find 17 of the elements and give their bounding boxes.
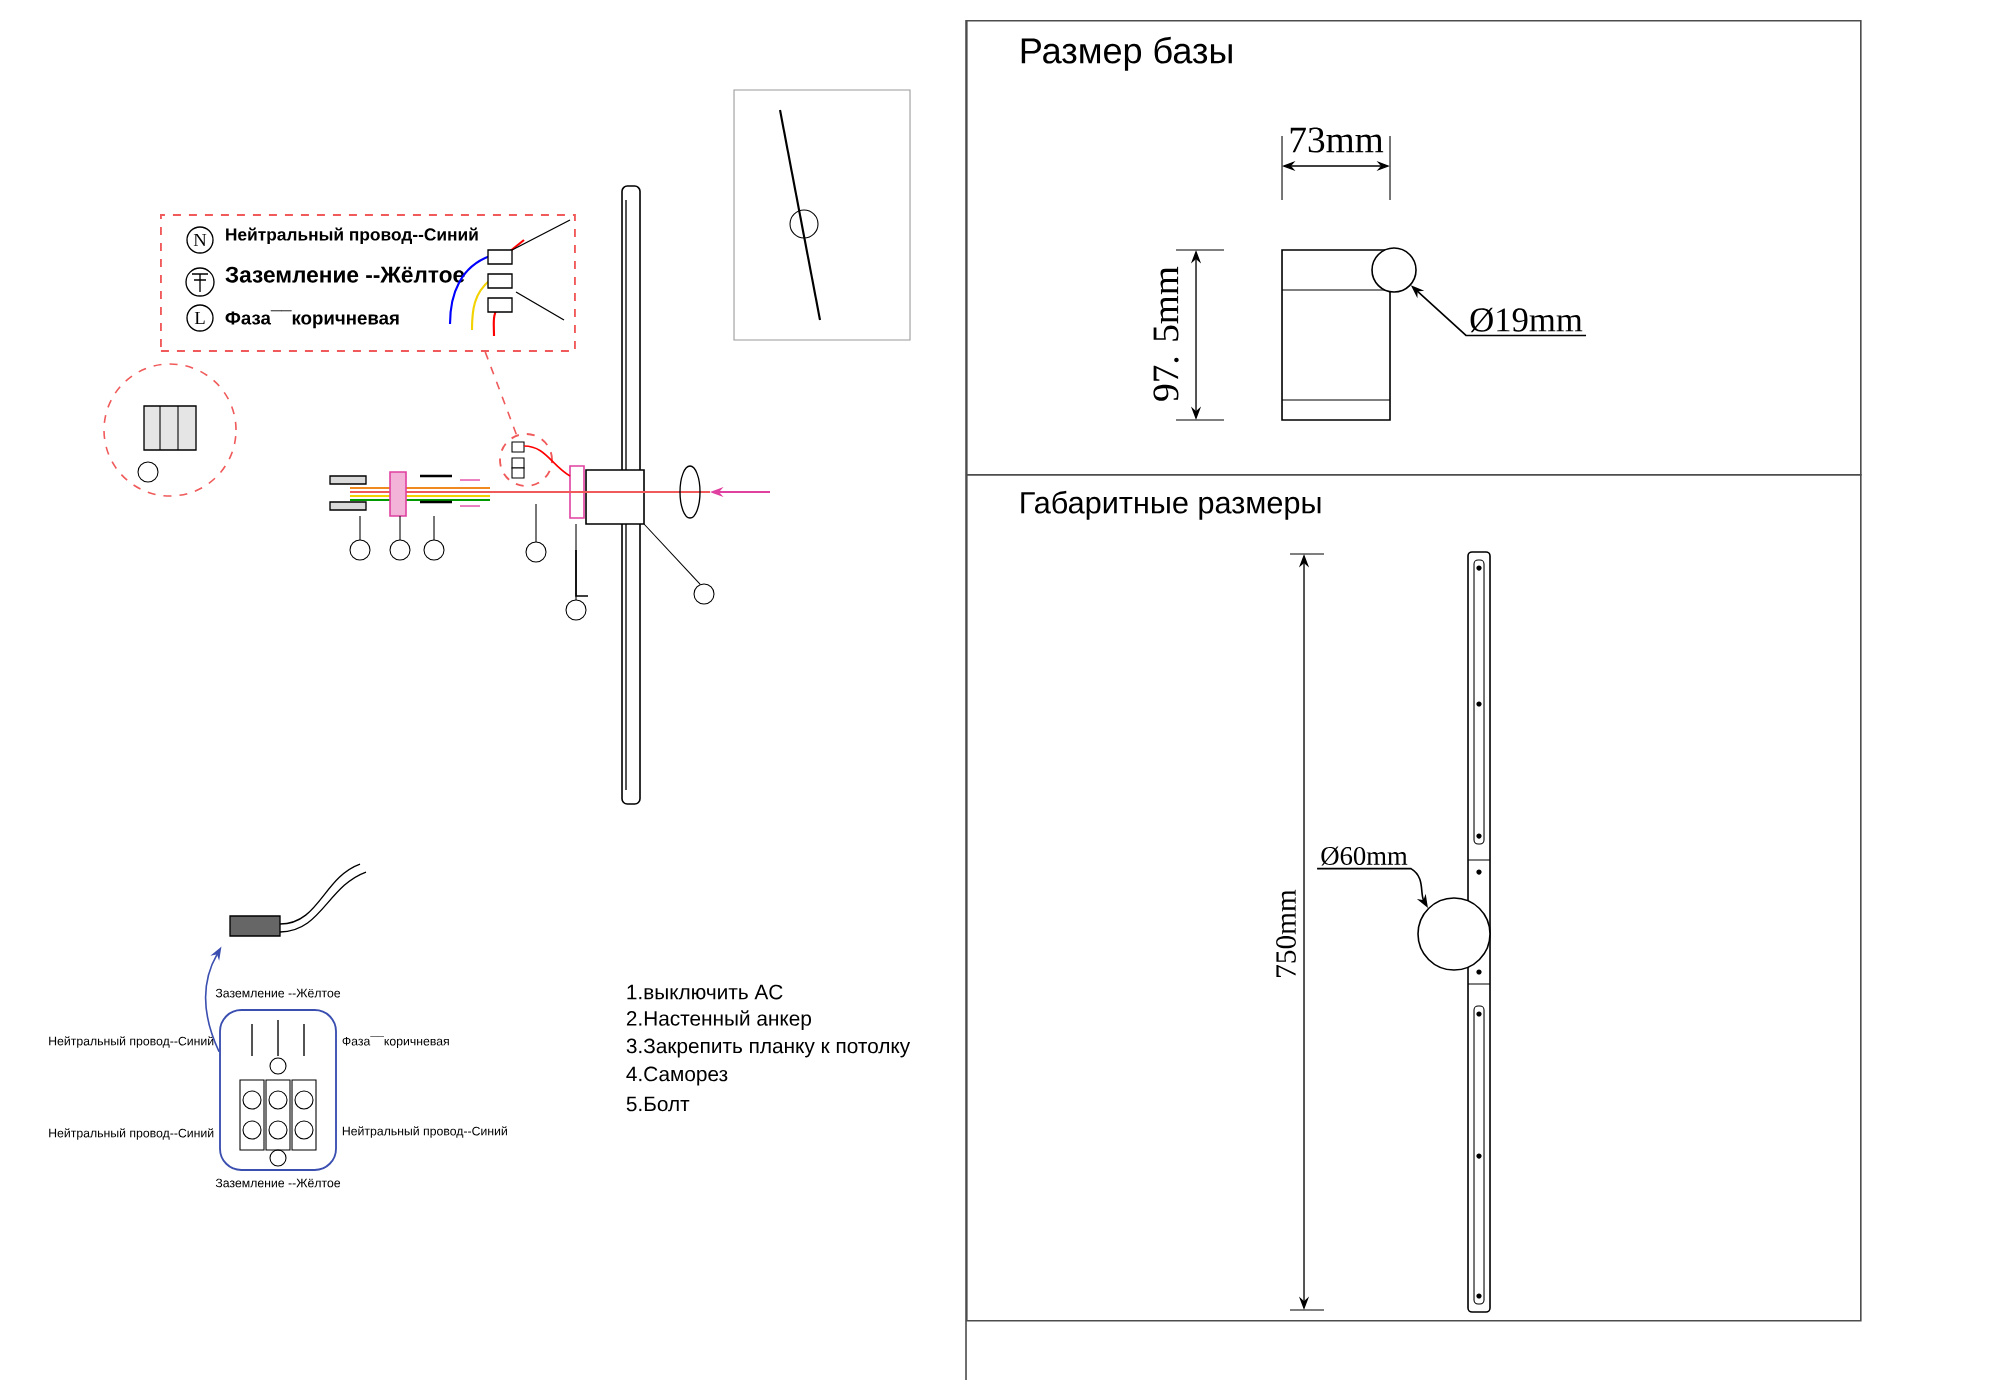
dimension-label: Ø19mm xyxy=(1470,307,1583,333)
lamp-shade-circle xyxy=(1417,897,1491,971)
dimension-label: 73mm xyxy=(1290,127,1384,153)
lamp-shade-circle xyxy=(1371,247,1417,293)
instruction-step: 1.выключить AC xyxy=(627,984,783,1000)
circled-letter: L xyxy=(186,304,214,332)
dashed-circle-callout xyxy=(499,433,571,487)
dimension-label: Ø60mm xyxy=(1321,846,1408,866)
instruction-step: 2.Настенный анкер xyxy=(626,1010,812,1030)
dimension-label: 750mm xyxy=(1276,889,1296,977)
dimension-label: 97. 5mm xyxy=(1153,266,1179,401)
instruction-step: 4.Саморез xyxy=(626,1066,728,1086)
instruction-step: 5.Болт xyxy=(626,1096,690,1112)
terminal-block-box xyxy=(219,1009,337,1171)
instruction-step: 3.Закрепить планку к потолку xyxy=(626,1038,911,1058)
wire-connector-drawing xyxy=(229,863,367,937)
circled-letter: N xyxy=(186,226,214,254)
